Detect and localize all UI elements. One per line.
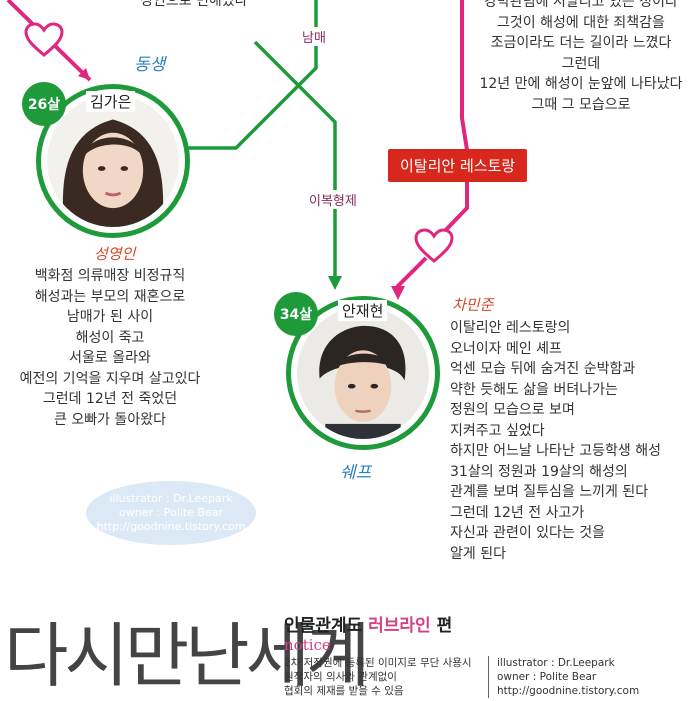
heart-icon [24, 22, 64, 58]
character-name: 성영인 [94, 245, 136, 263]
story-text: 강박관념에 시달리고 있는 정이다 그것이 해성에 대한 죄책감을 조금이라도 … [479, 0, 683, 113]
character-name: 차민준 [452, 296, 494, 314]
age-badge: 26살 [22, 82, 66, 126]
drama-title: 다시만난세계 [4, 615, 370, 697]
relation-label-half-brothers: 이복형제 [307, 190, 359, 209]
page-subtitle: 인물관계도 러브라인 편 [284, 616, 453, 636]
role-tag-chef: 쉐프 [340, 463, 372, 483]
watermark-stamp: illustrator : Dr.Leepark owner : Polite … [86, 481, 256, 545]
notice-heading: notice [284, 636, 331, 654]
restaurant-label: 이탈리안 레스토랑 [388, 149, 528, 182]
role-tag-younger-sibling: 동생 [134, 55, 166, 75]
actor-portrait [297, 307, 429, 439]
actor-name: 김가은 [86, 91, 136, 112]
heart-icon [414, 228, 454, 264]
age-badge: 34살 [274, 292, 318, 336]
character-description: 백화점 의류매장 비정규직 해성과는 부모의 재혼으로 남매가 된 사이 해성이… [19, 268, 201, 428]
top-fragment-text: 성인으로 변해있다 [140, 0, 248, 9]
credits: illustrator : Dr.Leepark owner : Polite … [488, 656, 639, 698]
notice-text: 2차 저작권에 등록된 이미지로 무단 사용시 원작자의 의사와 관계없이 협회… [284, 657, 472, 697]
actor-portrait [47, 95, 179, 227]
actor-name: 안재현 [338, 300, 388, 321]
character-description: 이탈리안 레스토랑의 오너이자 메인 셰프 억센 모습 뒤에 숨겨진 순박함과 … [450, 320, 661, 562]
portrait-frame [36, 84, 190, 238]
relation-label-siblings: 남매 [300, 27, 328, 46]
